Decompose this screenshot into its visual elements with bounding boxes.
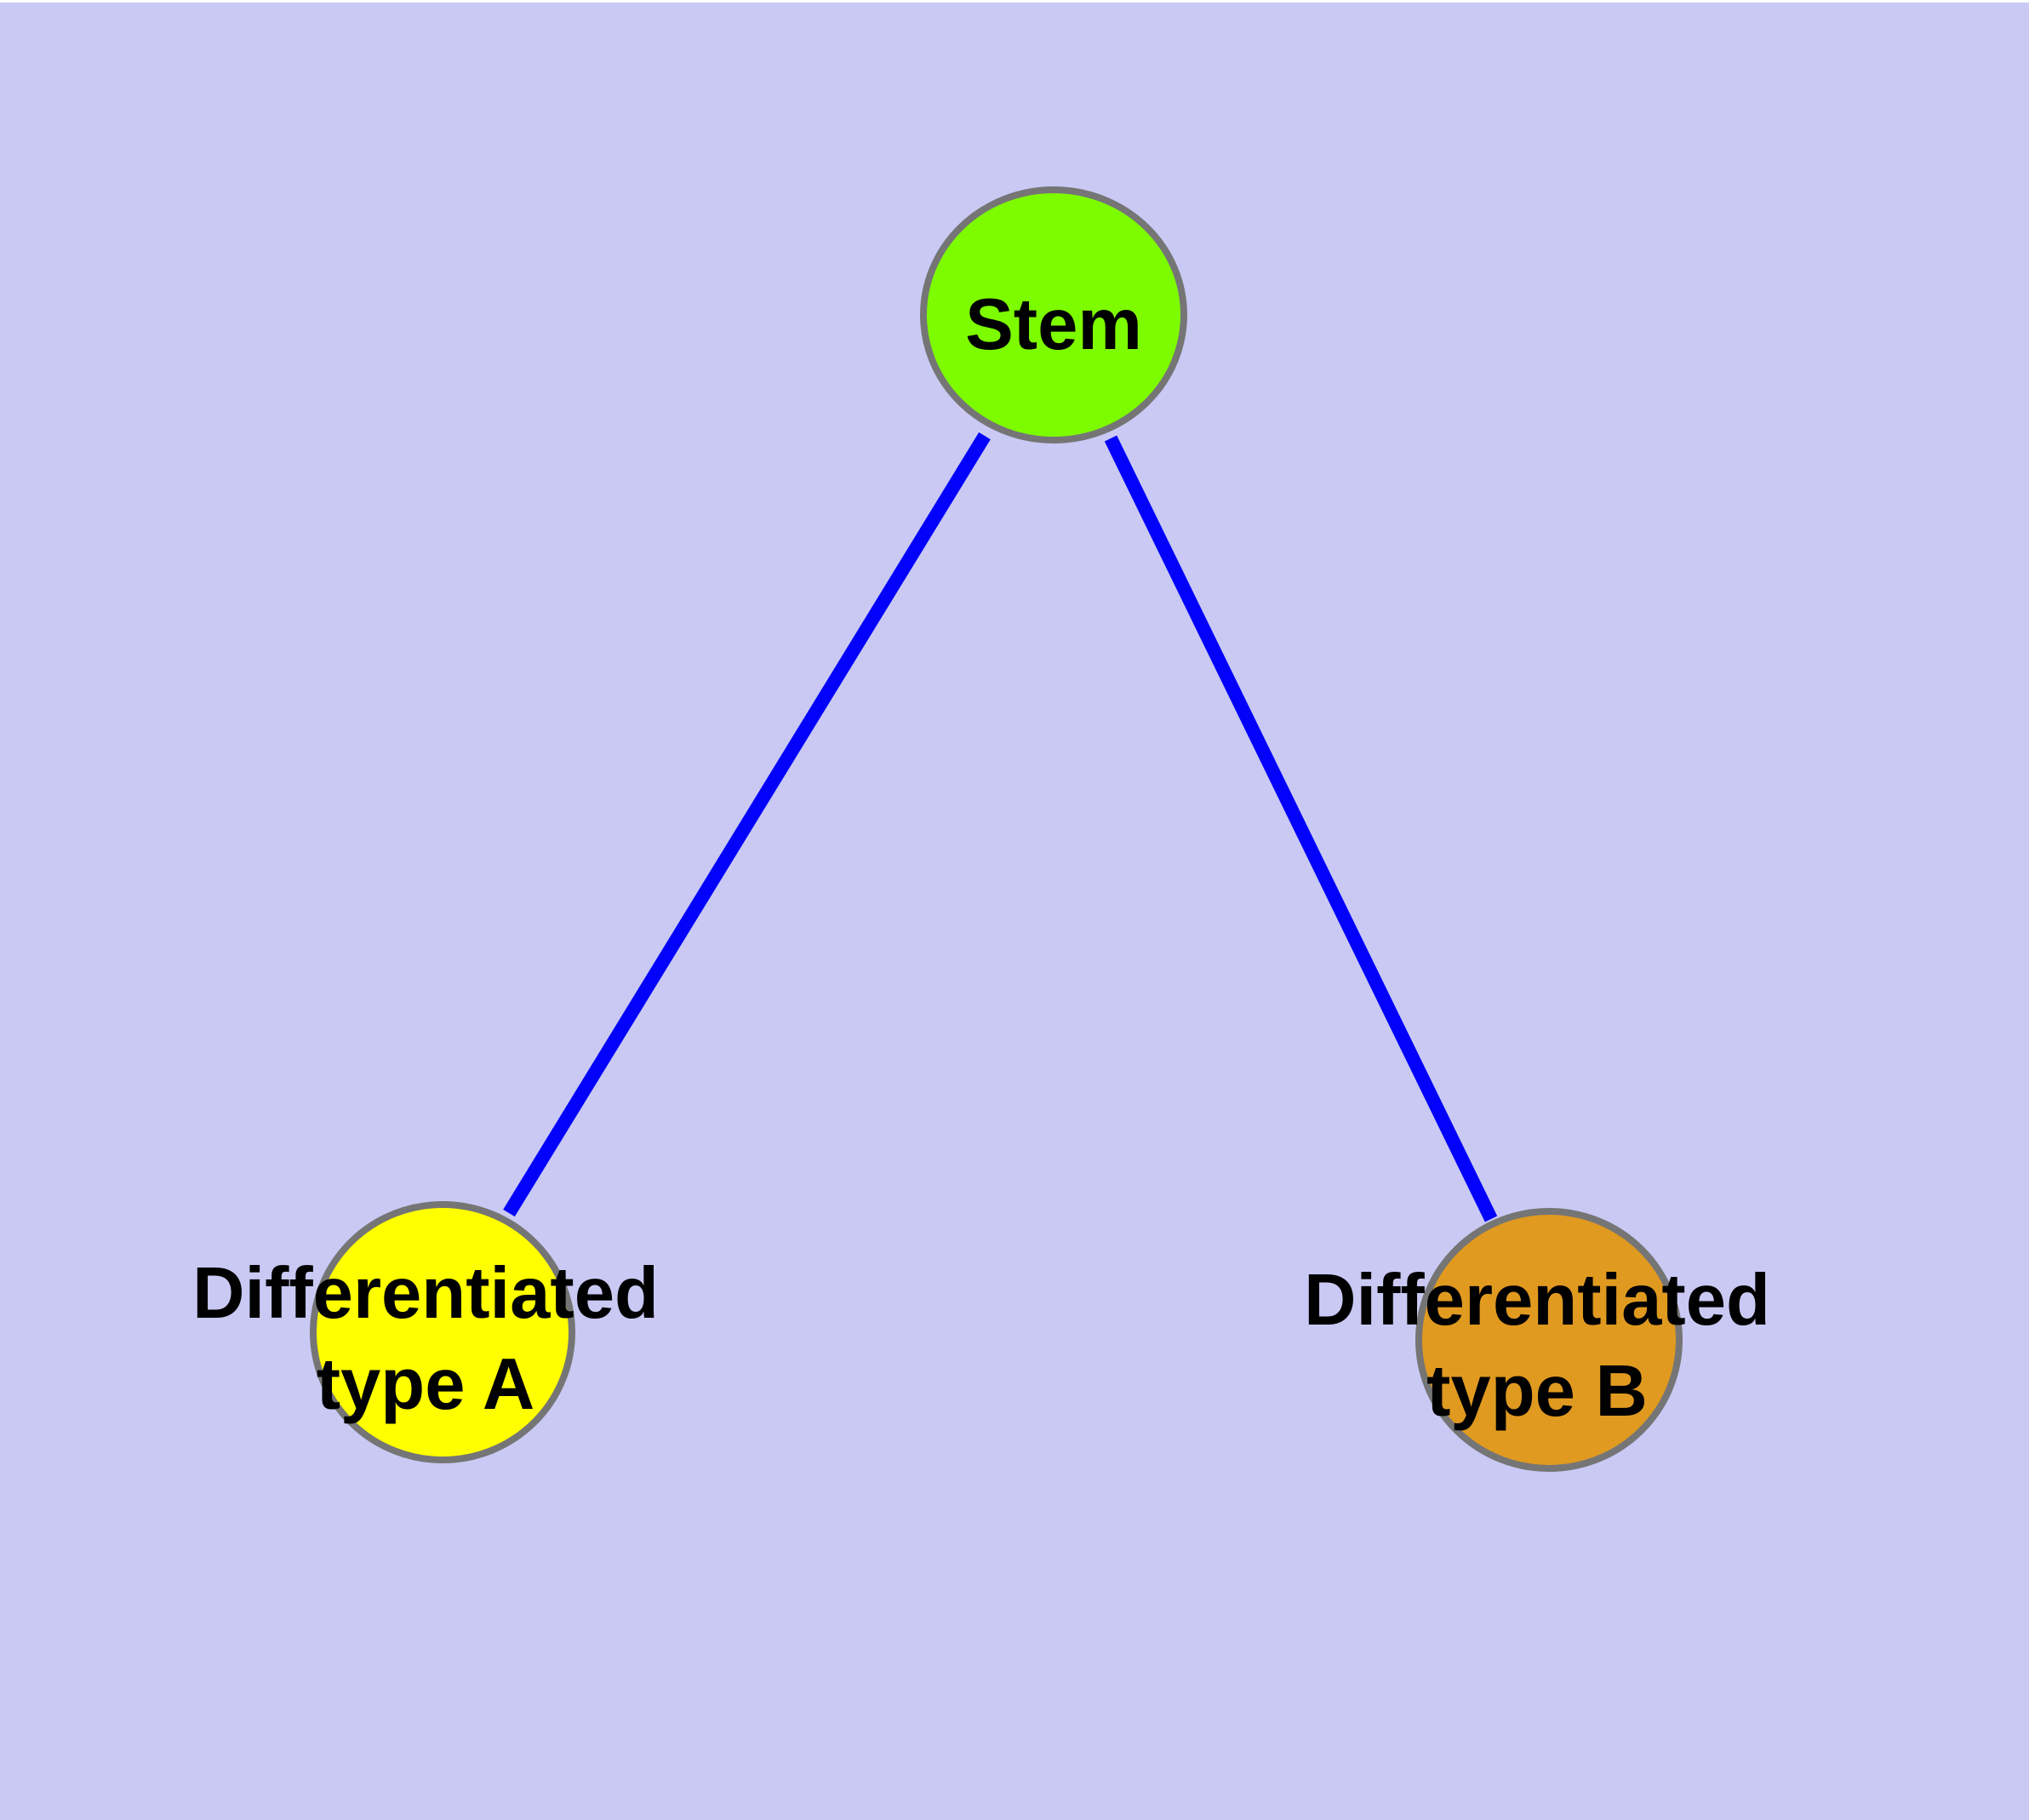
- stem-node-circle: [920, 186, 1187, 444]
- type-a-node-circle: [310, 1201, 575, 1463]
- edge-stem-to-type-b: [1104, 435, 1498, 1222]
- node-differentiated-type-b: Differentiated type B: [1304, 1208, 1770, 1472]
- node-stem: Stem: [920, 186, 1187, 444]
- type-a-node-label-line2: type A: [317, 1344, 535, 1425]
- node-differentiated-type-a: Differentiated type A: [192, 1201, 659, 1463]
- type-b-node-label-line1: Differentiated: [1304, 1260, 1770, 1341]
- type-a-node-label-line1: Differentiated: [192, 1253, 659, 1334]
- type-b-node-circle: [1415, 1208, 1683, 1472]
- type-b-node-label-line2: type B: [1426, 1351, 1648, 1432]
- stem-node-label: Stem: [965, 284, 1142, 365]
- edge-stem-to-type-a: [503, 432, 991, 1217]
